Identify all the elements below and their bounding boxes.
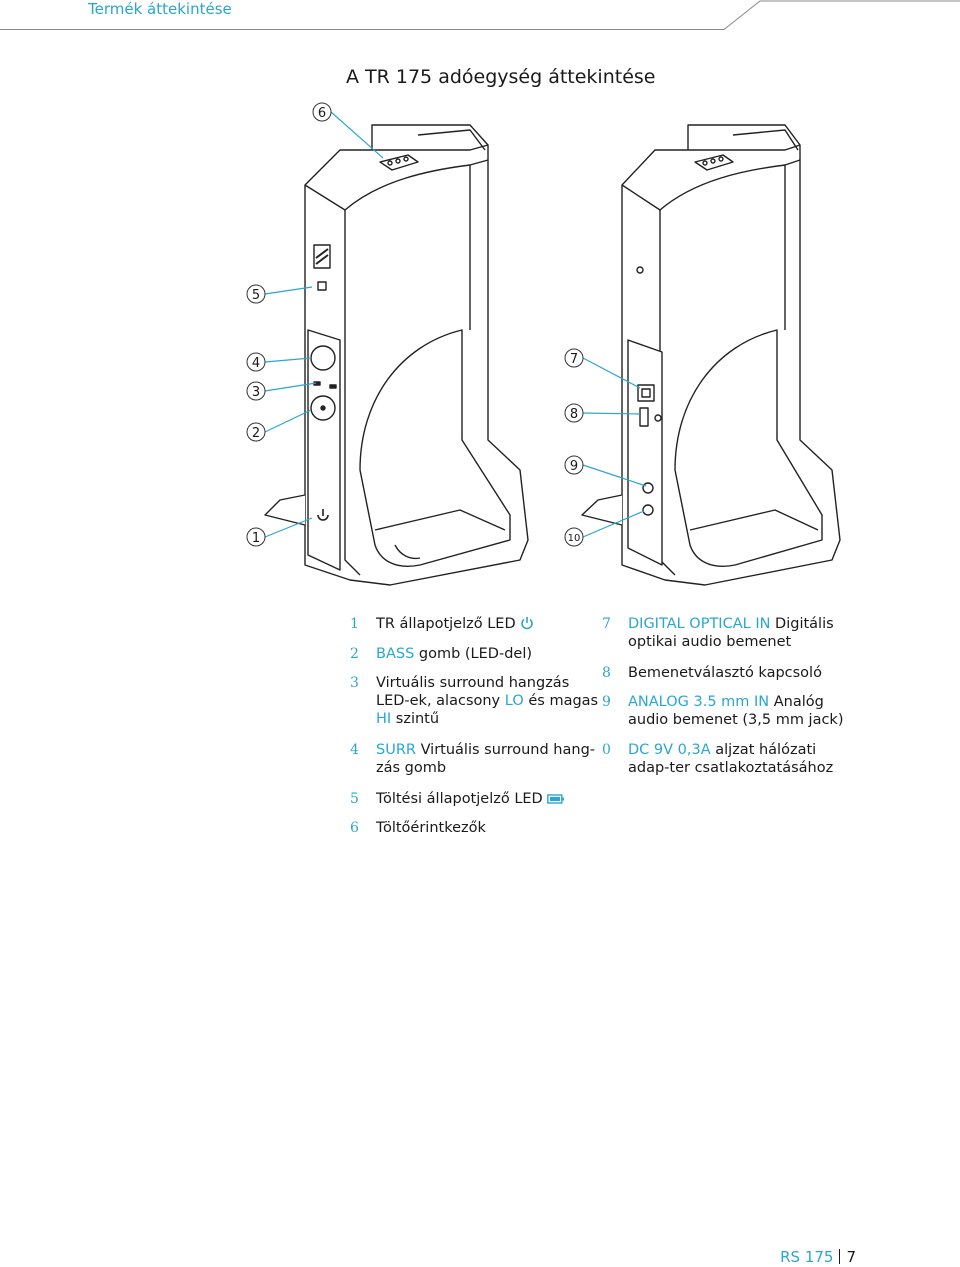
legend-term: DIGITAL OPTICAL IN xyxy=(628,616,771,632)
legend-term: SURR xyxy=(376,742,416,758)
legend-text-part: és magas xyxy=(523,693,599,709)
legend-term: HI xyxy=(376,711,392,727)
callout-1: 1 xyxy=(252,531,260,546)
legend-number: 2 xyxy=(350,646,359,662)
legend-number: 5 xyxy=(350,791,359,807)
legend-number: 1 xyxy=(350,616,359,632)
legend-number: 3 xyxy=(350,675,359,691)
legend-text: ANALOG 3.5 mm IN Analóg audio bemenet (3… xyxy=(628,693,858,729)
legend-text-part: szintű xyxy=(391,711,440,727)
callout-8: 8 xyxy=(570,407,578,422)
legend-text: Töltési állapotjelző LED xyxy=(376,790,606,808)
device-figure: 6 5 4 3 2 1 7 8 9 10 xyxy=(246,102,841,586)
callout-9: 9 xyxy=(570,459,578,474)
legend-text: DC 9V 0,3A aljzat hálózati adap-ter csat… xyxy=(628,741,858,777)
legend-text-part: Bemenetválasztó kapcsoló xyxy=(628,665,822,681)
legend-text-part: TR állapotjelző LED xyxy=(376,616,521,632)
page-number: 7 xyxy=(846,1248,856,1266)
legend-text: TR állapotjelző LED xyxy=(376,615,606,633)
legend-text: Bemenetválasztó kapcsoló xyxy=(628,664,858,682)
page-footer: RS 175 7 xyxy=(780,1248,856,1266)
power-icon xyxy=(520,616,534,632)
legend-text-part: Virtuális surround hang-zás gomb xyxy=(376,742,596,776)
legend-number: 4 xyxy=(350,742,359,758)
legend-text: BASS gomb (LED-del) xyxy=(376,645,606,663)
legend-number: 6 xyxy=(350,820,359,836)
callout-6: 6 xyxy=(318,106,326,121)
legend-number: 9 xyxy=(602,694,611,710)
callout-4: 4 xyxy=(252,356,260,371)
callout-10: 10 xyxy=(568,533,581,544)
header-bar xyxy=(0,0,960,30)
legend-text-part: Digitális optikai audio bemenet xyxy=(628,616,834,650)
rear-view-device xyxy=(581,124,841,586)
legend-term: BASS xyxy=(376,646,415,662)
front-view-device xyxy=(264,124,529,586)
callout-2: 2 xyxy=(252,426,260,441)
legend-text-part: Töltőérintkezők xyxy=(376,820,486,836)
legend-number: 7 xyxy=(602,616,611,632)
legend-term: DC 9V 0,3A xyxy=(628,742,711,758)
section-title: Termék áttekintése xyxy=(88,0,232,18)
legend-text-part: Töltési állapotjelző LED xyxy=(376,791,548,807)
header-rule xyxy=(0,0,960,30)
legend-number: 0 xyxy=(602,742,611,758)
legend-term: ANALOG 3.5 mm IN xyxy=(628,694,770,710)
legend-text-part: Virtuális surround hangzás LED-ek, alacs… xyxy=(376,675,570,709)
legend-text: SURR Virtuális surround hang-zás gomb xyxy=(376,741,606,777)
legend-number: 8 xyxy=(602,665,611,681)
legend-text-part: Analóg audio bemenet (3,5 mm jack) xyxy=(628,694,844,728)
legend-term: LO xyxy=(504,693,524,709)
callout-circles xyxy=(246,102,584,547)
legend-text: DIGITAL OPTICAL IN Digitális optikai aud… xyxy=(628,615,858,651)
legend-text-part: gomb (LED-del) xyxy=(414,646,533,662)
legend-text: Töltőérintkezők xyxy=(376,819,606,837)
battery-icon xyxy=(547,791,565,807)
page-title: A TR 175 adóegység áttekintése xyxy=(346,66,656,88)
callout-5: 5 xyxy=(252,288,260,303)
footer-separator xyxy=(839,1249,841,1264)
callout-7: 7 xyxy=(570,352,578,367)
callout-leaders xyxy=(264,111,647,538)
footer-brand: RS 175 xyxy=(780,1248,834,1266)
legend-text-part: aljzat hálózati adap-ter csatlakoztatásá… xyxy=(628,742,834,776)
callout-3: 3 xyxy=(252,385,260,400)
legend-text: Virtuális surround hangzás LED-ek, alacs… xyxy=(376,674,606,728)
